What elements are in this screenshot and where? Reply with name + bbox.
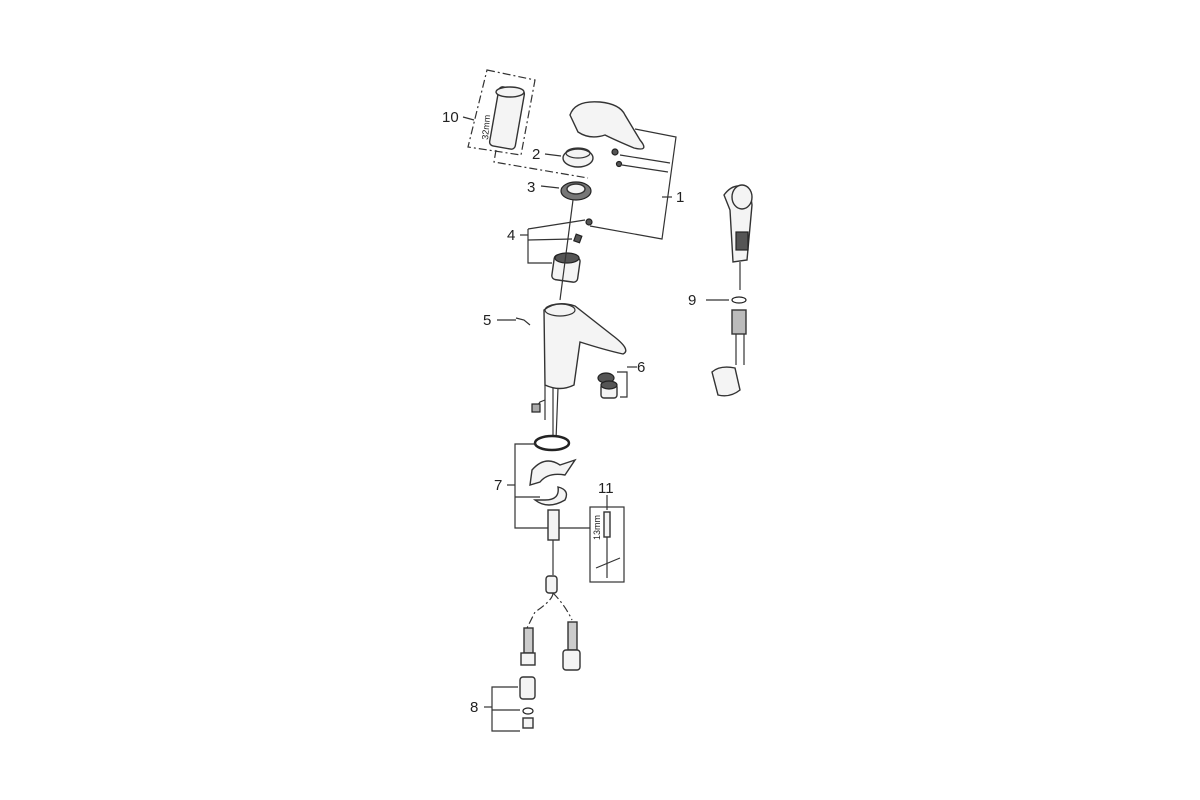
part-2-cap: 2 [532, 146, 594, 168]
callout-11: 11 [598, 480, 614, 497]
part-5-pin: 5 [483, 312, 531, 329]
part-3-ring-nut: 3 [527, 179, 592, 201]
callout-1: 1 [676, 189, 684, 206]
callout-6: 6 [637, 359, 645, 376]
supply-hoses [520, 592, 581, 671]
callout-7: 7 [494, 477, 502, 494]
part-4-cartridge: 4 [507, 199, 593, 301]
faucet-body [531, 303, 627, 441]
callout-2: 2 [532, 146, 540, 163]
callout-3: 3 [527, 179, 535, 196]
dimension-13mm: 13mm [592, 515, 602, 540]
callout-5: 5 [483, 312, 491, 329]
part-10-socket-wrench: 32mm 10 [442, 69, 589, 179]
part-6-aerator: 6 [597, 359, 645, 399]
part-1-lever-handle: 1 [569, 101, 684, 240]
callout-10: 10 [442, 109, 459, 126]
dimension-32mm: 32mm [480, 114, 492, 140]
part-8-adapter-set: 8 [470, 676, 536, 732]
callout-9: 9 [688, 292, 696, 309]
callout-8: 8 [470, 699, 478, 716]
part-9-hand-shower: 9 [688, 184, 753, 397]
callout-4: 4 [507, 227, 515, 244]
part-11-hex-key: 13mm 11 [589, 480, 625, 583]
part-7-fixing-set: 7 [494, 434, 590, 594]
